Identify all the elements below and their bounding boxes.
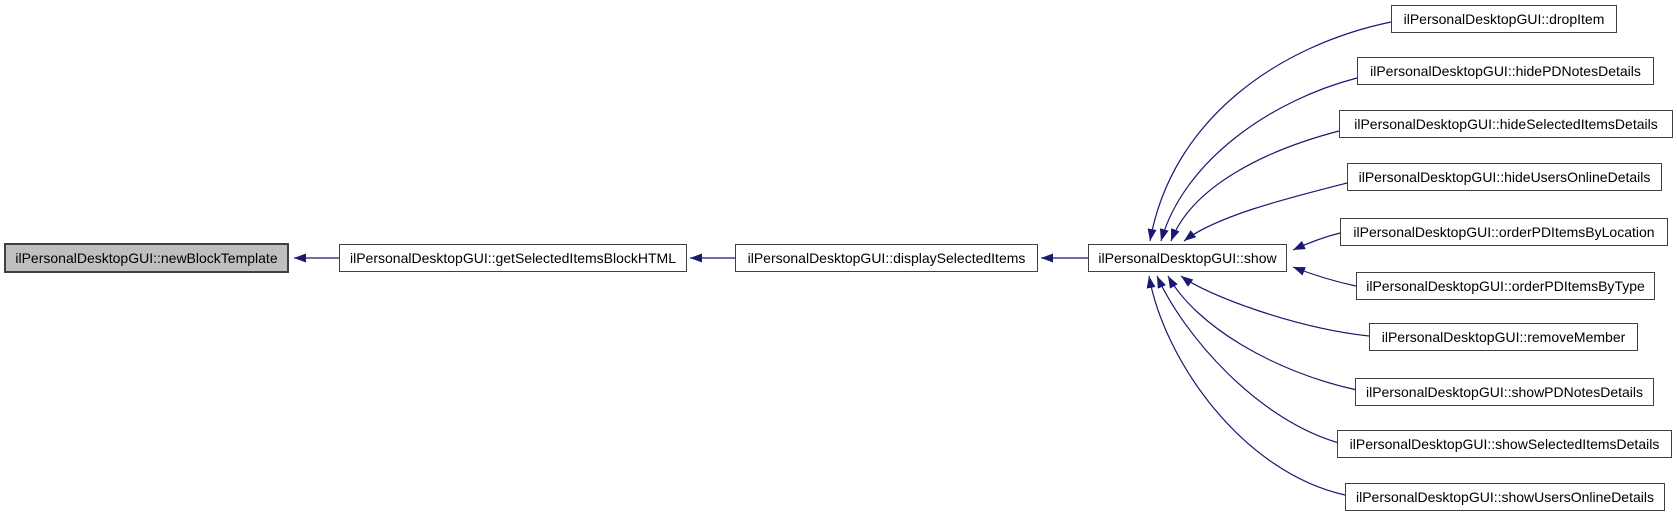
graph-node-show[interactable]: ilPersonalDesktopGUI::show bbox=[1088, 244, 1287, 272]
edge-hideUsersOnlineDetails-to-show bbox=[1183, 182, 1348, 242]
graph-node-hideSelectedItemsDetails[interactable]: ilPersonalDesktopGUI::hideSelectedItemsD… bbox=[1339, 110, 1673, 138]
graph-node-showUsersOnlineDetails[interactable]: ilPersonalDesktopGUI::showUsersOnlineDet… bbox=[1345, 483, 1665, 511]
graph-node-orderPDItemsByLocation[interactable]: ilPersonalDesktopGUI::orderPDItemsByLoca… bbox=[1340, 218, 1668, 246]
graph-node-showSelectedItemsDetails[interactable]: ilPersonalDesktopGUI::showSelectedItemsD… bbox=[1337, 430, 1672, 458]
edge-removeMember-to-show bbox=[1180, 275, 1370, 337]
graph-node-hidePDNotesDetails[interactable]: ilPersonalDesktopGUI::hidePDNotesDetails bbox=[1357, 57, 1654, 85]
graph-node-getSelectedItemsBlockHTML[interactable]: ilPersonalDesktopGUI::getSelectedItemsBl… bbox=[339, 244, 687, 272]
graph-node-displaySelectedItems[interactable]: ilPersonalDesktopGUI::displaySelectedIte… bbox=[735, 244, 1038, 272]
graph-node-dropItem[interactable]: ilPersonalDesktopGUI::dropItem bbox=[1391, 5, 1617, 33]
graph-node-orderPDItemsByType[interactable]: ilPersonalDesktopGUI::orderPDItemsByType bbox=[1356, 272, 1655, 300]
edge-showPDNotesDetails-to-show bbox=[1167, 275, 1358, 391]
edge-showSelectedItemsDetails-to-show bbox=[1156, 275, 1340, 444]
graph-node-hideUsersOnlineDetails[interactable]: ilPersonalDesktopGUI::hideUsersOnlineDet… bbox=[1347, 163, 1662, 191]
edge-hidePDNotesDetails-to-show bbox=[1159, 77, 1358, 242]
graph-node-removeMember[interactable]: ilPersonalDesktopGUI::removeMember bbox=[1369, 323, 1638, 351]
edge-orderPDItemsByLocation-to-show bbox=[1292, 232, 1341, 251]
graph-node-showPDNotesDetails[interactable]: ilPersonalDesktopGUI::showPDNotesDetails bbox=[1355, 378, 1654, 406]
graph-node-newBlockTemplate: ilPersonalDesktopGUI::newBlockTemplate bbox=[4, 243, 289, 273]
edge-hideSelectedItemsDetails-to-show bbox=[1170, 130, 1340, 242]
edge-orderPDItemsByType-to-show bbox=[1292, 266, 1357, 287]
edge-showUsersOnlineDetails-to-show bbox=[1146, 275, 1346, 496]
